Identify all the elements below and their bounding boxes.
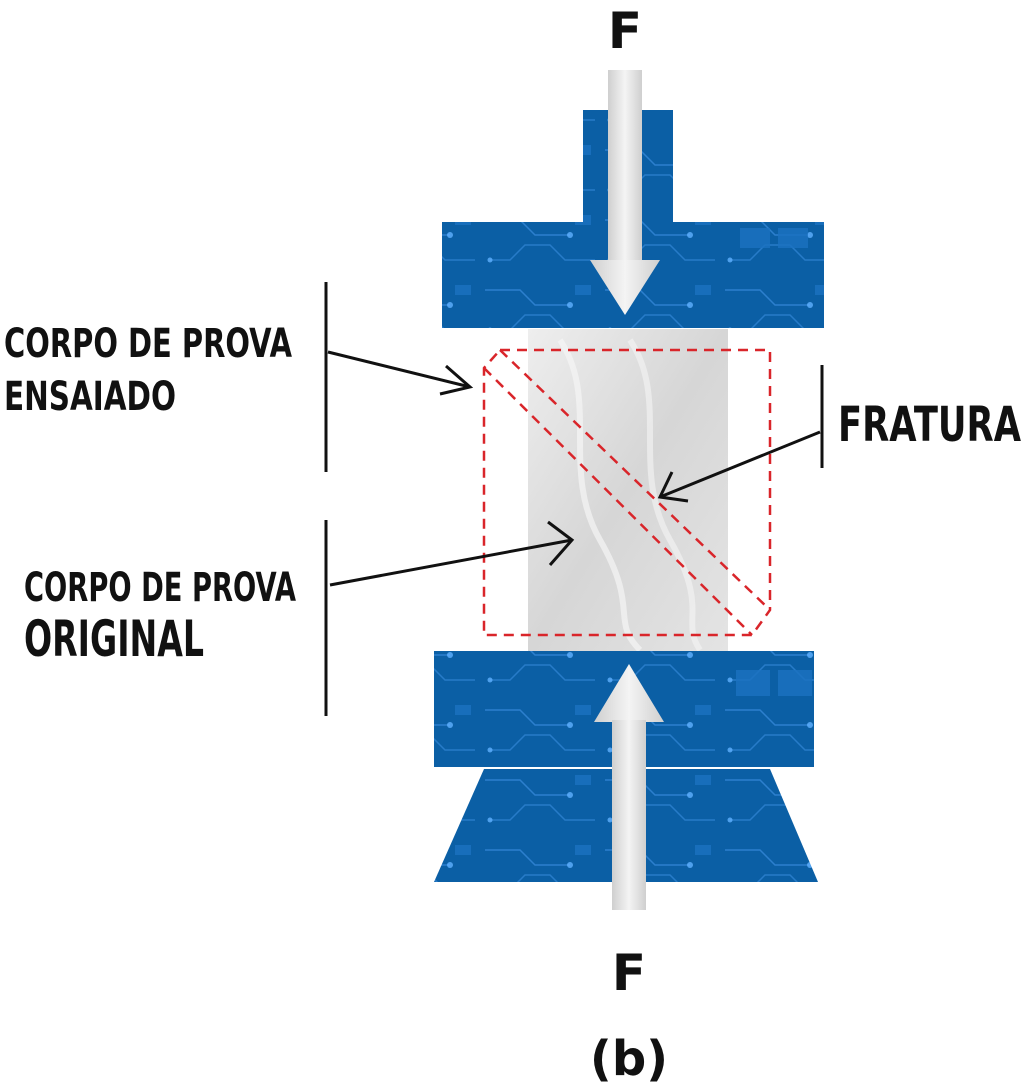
original-specimen-line2: ORIGINAL — [24, 610, 204, 668]
force-label-top: F — [608, 2, 642, 60]
fracture-label: FRATURA — [838, 397, 1021, 453]
tested-specimen-line1: CORPO DE PROVA — [4, 321, 292, 367]
pointer-tested — [327, 350, 474, 396]
specimen — [528, 329, 728, 651]
tested-specimen-outline — [482, 348, 772, 637]
pointer-original — [329, 520, 575, 587]
tested-specimen-line2: ENSAIADO — [4, 374, 176, 420]
force-arrow-up — [594, 664, 664, 910]
original-specimen-line1: CORPO DE PROVA — [24, 565, 296, 611]
figure-caption: (b) — [590, 1031, 668, 1087]
pointer-fracture — [657, 430, 821, 503]
force-label-bottom: F — [612, 944, 646, 1002]
force-arrow-down — [590, 70, 660, 315]
